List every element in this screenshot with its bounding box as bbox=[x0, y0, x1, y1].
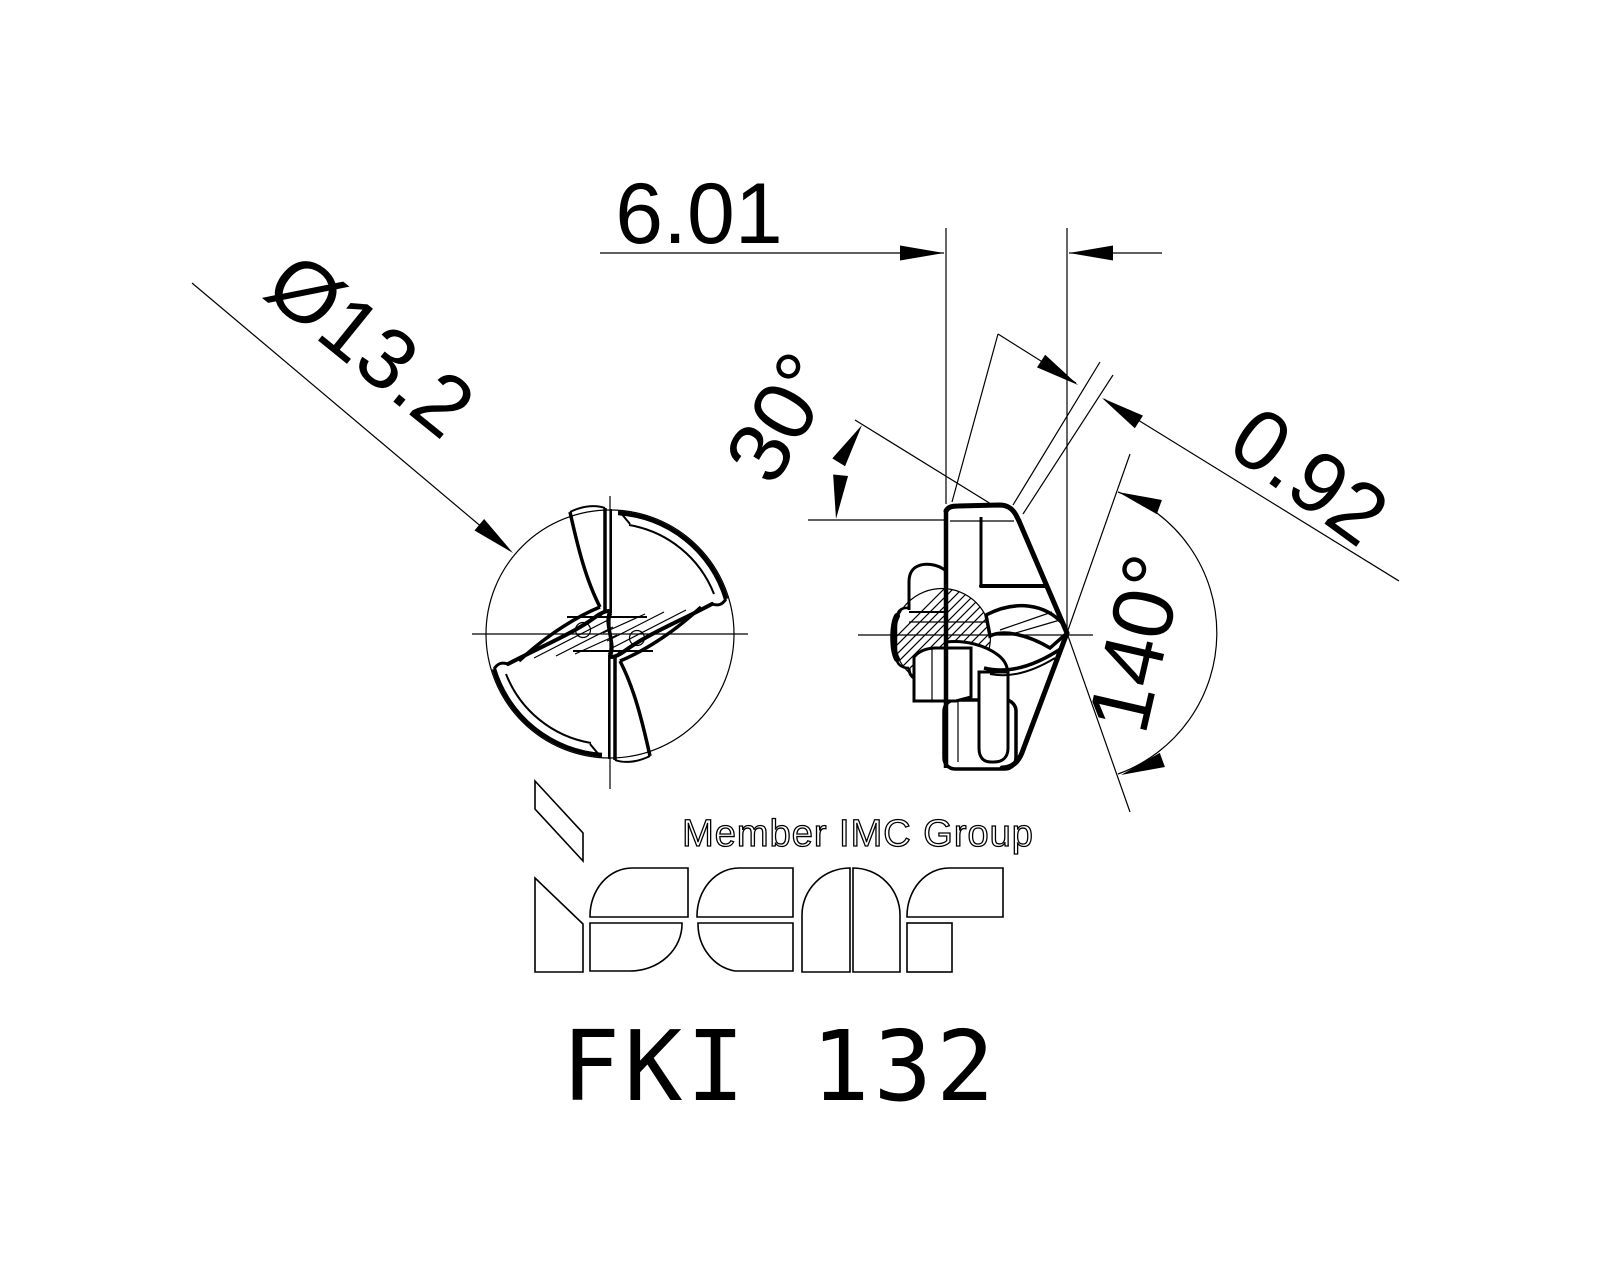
logo-letter-i-top bbox=[534, 778, 584, 864]
arrowhead bbox=[1118, 492, 1162, 515]
iscar-logo: Member IMC Group bbox=[534, 778, 1034, 973]
arrowhead bbox=[474, 518, 513, 553]
front-view bbox=[472, 496, 748, 789]
bottom-tabs bbox=[912, 646, 1018, 771]
dimension-margin: 0.92 bbox=[951, 333, 1405, 582]
dimension-diameter: Ø13.2 bbox=[191, 234, 513, 553]
imc-group-tagline: Member IMC Group bbox=[682, 813, 1034, 855]
flute-profile bbox=[983, 603, 1070, 677]
logo-letter-r bbox=[906, 922, 953, 973]
arrowhead bbox=[900, 245, 944, 261]
logo-letter-s bbox=[589, 867, 689, 918]
dim-width-label: 6.01 bbox=[615, 166, 782, 262]
arrowhead bbox=[833, 474, 849, 519]
arrowhead bbox=[1121, 752, 1165, 775]
dim-edge-angle-label: 30° bbox=[707, 337, 855, 498]
logo-letter-a bbox=[852, 867, 901, 973]
dim-margin-label: 0.92 bbox=[1213, 389, 1405, 565]
logo-letter-c bbox=[697, 922, 794, 972]
part-number: FKI 132 bbox=[562, 1010, 999, 1123]
dimension-edge-angle: 30° bbox=[707, 337, 992, 521]
logo-letter-r bbox=[906, 867, 1004, 918]
side-view-outline bbox=[943, 502, 1070, 771]
iscar-logo-letters bbox=[534, 778, 1004, 973]
logo-letter-i-stem bbox=[534, 876, 584, 973]
dim-point-angle-label: 140° bbox=[1070, 546, 1204, 741]
logo-letter-c bbox=[696, 867, 794, 918]
arrowhead bbox=[832, 425, 862, 467]
dim-diameter-label: Ø13.2 bbox=[249, 234, 491, 456]
arrowhead bbox=[1102, 398, 1143, 429]
dimension-width: 6.01 bbox=[600, 166, 1162, 630]
arrowhead bbox=[1069, 245, 1113, 261]
logo-letter-a bbox=[801, 867, 851, 973]
screw-head bbox=[890, 562, 988, 682]
arrowhead bbox=[1037, 354, 1078, 385]
dimension-point-angle: 140° bbox=[1066, 453, 1218, 813]
side-view bbox=[858, 502, 1093, 771]
logo-letter-s bbox=[589, 922, 683, 972]
front-view-flute-half bbox=[517, 505, 729, 663]
